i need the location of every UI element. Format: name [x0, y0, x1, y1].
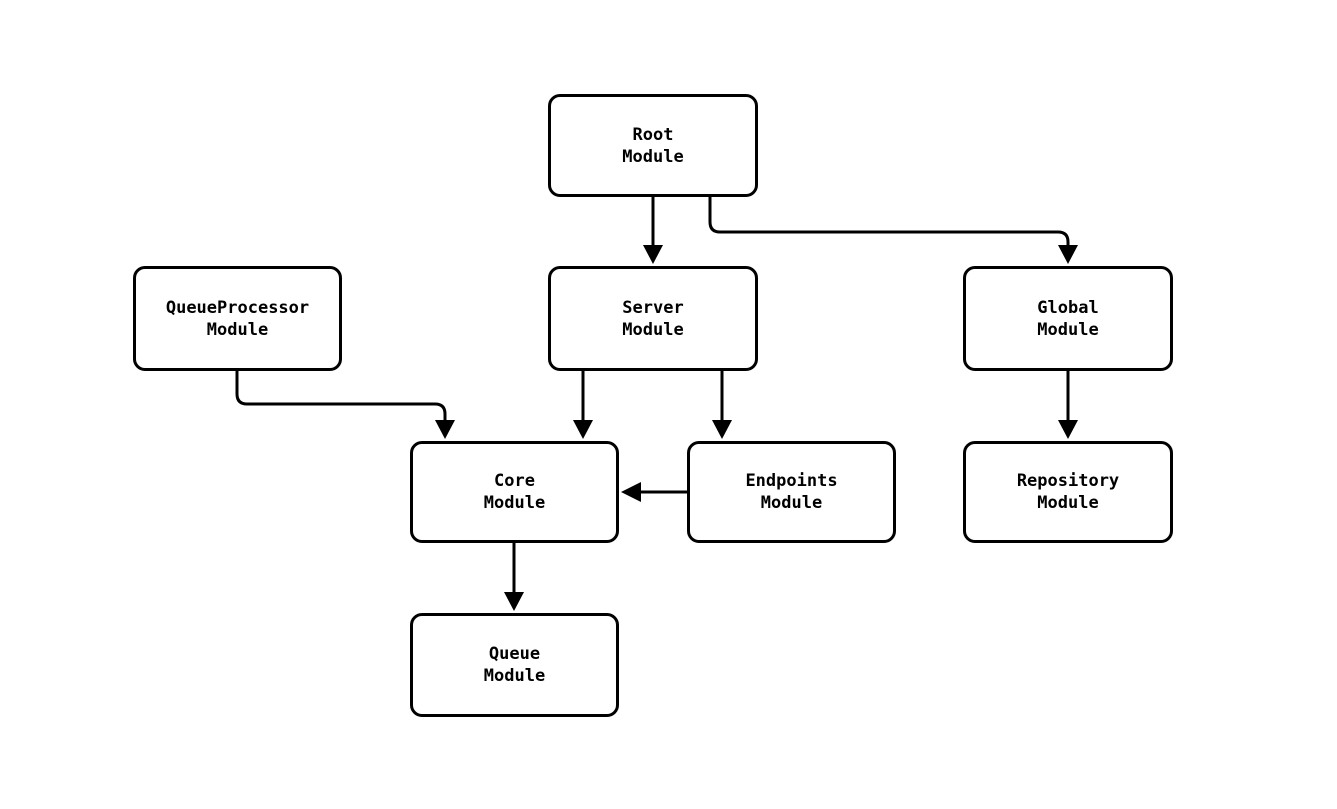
edge-root-to-global — [708, 197, 1078, 264]
edge-line — [235, 371, 447, 420]
node-label-line2: Module — [760, 493, 823, 513]
node-label-line1: QueueProcessor — [165, 297, 310, 318]
node-label-line1: Global — [1037, 297, 1099, 318]
node-label-line1: Queue — [488, 644, 541, 664]
node-repository-module[interactable]: Repository Module — [963, 441, 1173, 543]
edge-core-to-queue — [504, 543, 524, 611]
arrowhead-down — [643, 245, 663, 264]
node-label-line1: Core — [494, 471, 535, 491]
node-root-module[interactable]: Root Module — [548, 94, 758, 197]
arrowhead-down — [573, 420, 593, 439]
node-label-line2: Module — [206, 319, 269, 340]
node-label-line1: Endpoints — [745, 471, 838, 491]
node-label-line2: Module — [622, 146, 684, 167]
node-label-line1: Repository — [1016, 471, 1120, 491]
node-global-module[interactable]: Global Module — [963, 266, 1173, 371]
node-label-line2: Module — [1037, 493, 1099, 513]
node-queue-module[interactable]: Queue Module — [410, 613, 619, 717]
edge-global-to-repository — [1058, 371, 1078, 439]
arrowhead-down — [504, 592, 524, 611]
arrowhead-down — [1058, 420, 1078, 439]
arrowhead-left — [621, 482, 641, 502]
edge-root-to-server — [643, 197, 663, 264]
node-core-module[interactable]: Core Module — [410, 441, 619, 543]
edge-server-to-core — [573, 371, 593, 439]
node-server-module[interactable]: Server Module — [548, 266, 758, 371]
node-label-line1: Root — [632, 124, 674, 145]
node-label-line2: Module — [1037, 319, 1099, 340]
node-label-line2: Module — [483, 493, 546, 513]
arrowhead-down — [712, 420, 732, 439]
edge-server-to-endpoints — [712, 371, 732, 439]
node-label-line1: Server — [622, 297, 684, 318]
edge-queueprocessor-to-core — [235, 371, 455, 439]
node-label-line2: Module — [622, 319, 684, 340]
edge-line — [708, 197, 1070, 245]
arrowhead-down — [1058, 245, 1078, 264]
edge-endpoints-to-core — [621, 482, 687, 502]
node-label-line2: Module — [483, 666, 546, 686]
node-endpoints-module[interactable]: Endpoints Module — [687, 441, 896, 543]
arrowhead-down — [435, 420, 455, 439]
node-queueprocessor-module[interactable]: QueueProcessor Module — [133, 266, 342, 371]
